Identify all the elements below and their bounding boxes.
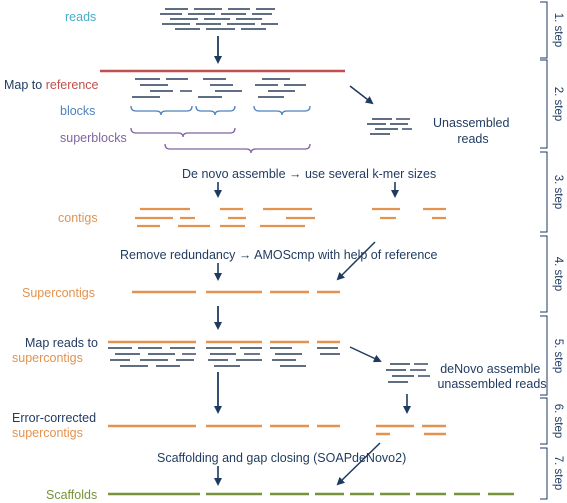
superblocks-label: superblocks [60, 131, 127, 145]
step-bracket-6 [540, 397, 548, 445]
blocks-label: blocks [60, 104, 95, 118]
step-label-6: 6. step [552, 404, 564, 439]
step-label-4: 4. step [552, 257, 564, 292]
denovo-assemble-label: De novo assemble → use several k-mer siz… [182, 167, 436, 181]
reference-label: reference [46, 78, 99, 92]
map-to-label: Map to reference [4, 78, 99, 92]
unassembled-reads-label: Unassembled reads [433, 116, 513, 146]
step5-unassembled-reads [386, 363, 430, 383]
contig-fragments [135, 207, 446, 228]
map-reads-to-label: Map reads to supercontigs [12, 336, 101, 365]
reads-label: reads [65, 10, 96, 24]
contigs-label: contigs [58, 211, 98, 225]
reads-cluster-top [160, 8, 278, 30]
denovo-unassembled-label: deNovo assemble unassembled reads [437, 362, 546, 391]
step-label-1: 1. step [552, 13, 564, 48]
arrow-contigs-diag [336, 241, 376, 281]
step-label-7: 7. step [552, 456, 564, 491]
step-brackets [540, 1, 548, 500]
arrow-step6-diag [336, 442, 381, 486]
error-corrected-label: Error-corrected supercontigs [12, 411, 100, 440]
step-bracket-7 [540, 447, 548, 500]
scaffolds-label: Scaffolds [46, 488, 97, 502]
step-bracket-5 [540, 315, 548, 396]
scaffolding-label: Scaffolding and gap closing (SOAPdeNovo2… [157, 451, 406, 465]
step-bracket-4 [540, 235, 548, 313]
remove-redundancy-label: Remove redundancy → AMOScmp with help of… [120, 248, 438, 262]
unassembled-reads-cluster [367, 118, 412, 135]
supercontigs-step6-label: supercontigs [12, 426, 83, 440]
step6-supercontig-lines [108, 424, 446, 436]
step-bracket-3 [540, 151, 548, 233]
mapped-reads [132, 78, 306, 98]
step5-mapped-reads [108, 347, 340, 367]
step-label-5: 5. step [552, 339, 564, 374]
step-label-2: 2. step [552, 87, 564, 122]
arrow-to-unassembled [349, 85, 374, 105]
arrow-step5-diag [349, 346, 382, 363]
step-label-3: 3. step [552, 175, 564, 210]
blocks-braces [130, 105, 311, 116]
step-bracket-1 [540, 1, 548, 59]
superblocks-braces [130, 127, 311, 154]
step-bracket-2 [540, 59, 548, 149]
supercontigs-step5-label: supercontigs [12, 351, 83, 365]
supercontigs-label: Supercontigs [22, 286, 95, 300]
